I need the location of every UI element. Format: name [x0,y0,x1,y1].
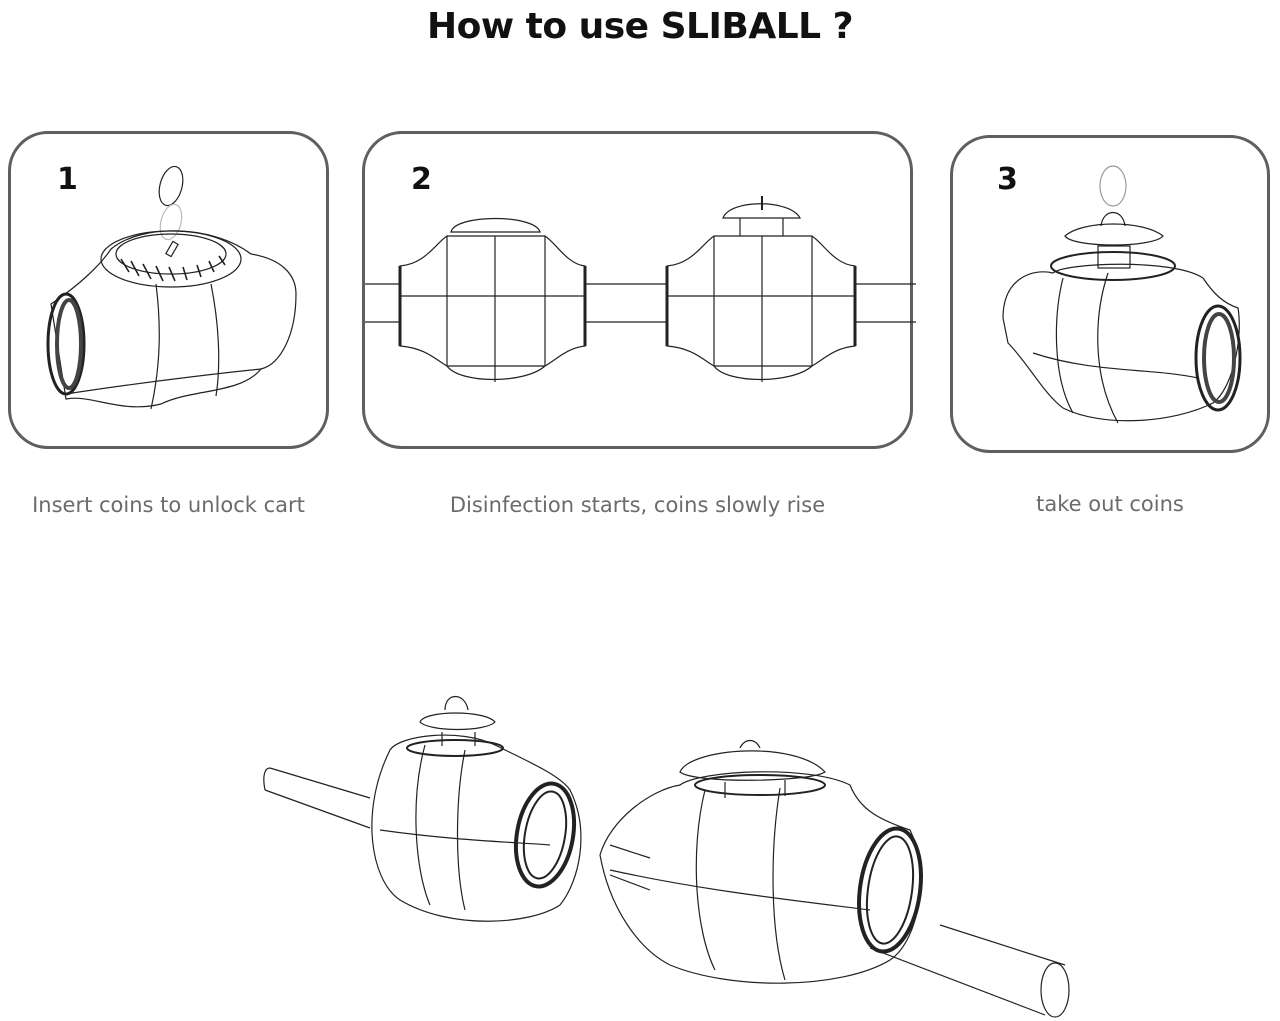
step-1-panel: 1 [8,131,329,449]
step-3-number: 3 [997,162,1018,197]
sliball-device-coin-insert-illustration [46,165,297,410]
step-1-caption: Insert coins to unlock cart [32,493,305,517]
step-2-panel: 2 [362,131,916,449]
sliball-device-coin-removal-illustration [1002,165,1242,424]
step-2-caption: Disinfection starts, coins slowly rise [449,493,826,517]
step-1-number: 1 [57,162,78,197]
sliball-device-disinfection-illustration [365,196,916,382]
sliball-on-cart-rail-illustration [263,695,1070,1018]
step-3-caption: take out coins [1036,492,1184,516]
step-3-panel: 3 [950,135,1270,453]
page-title: How to use SLIBALL ? [427,6,854,47]
step-2-number: 2 [411,162,432,197]
